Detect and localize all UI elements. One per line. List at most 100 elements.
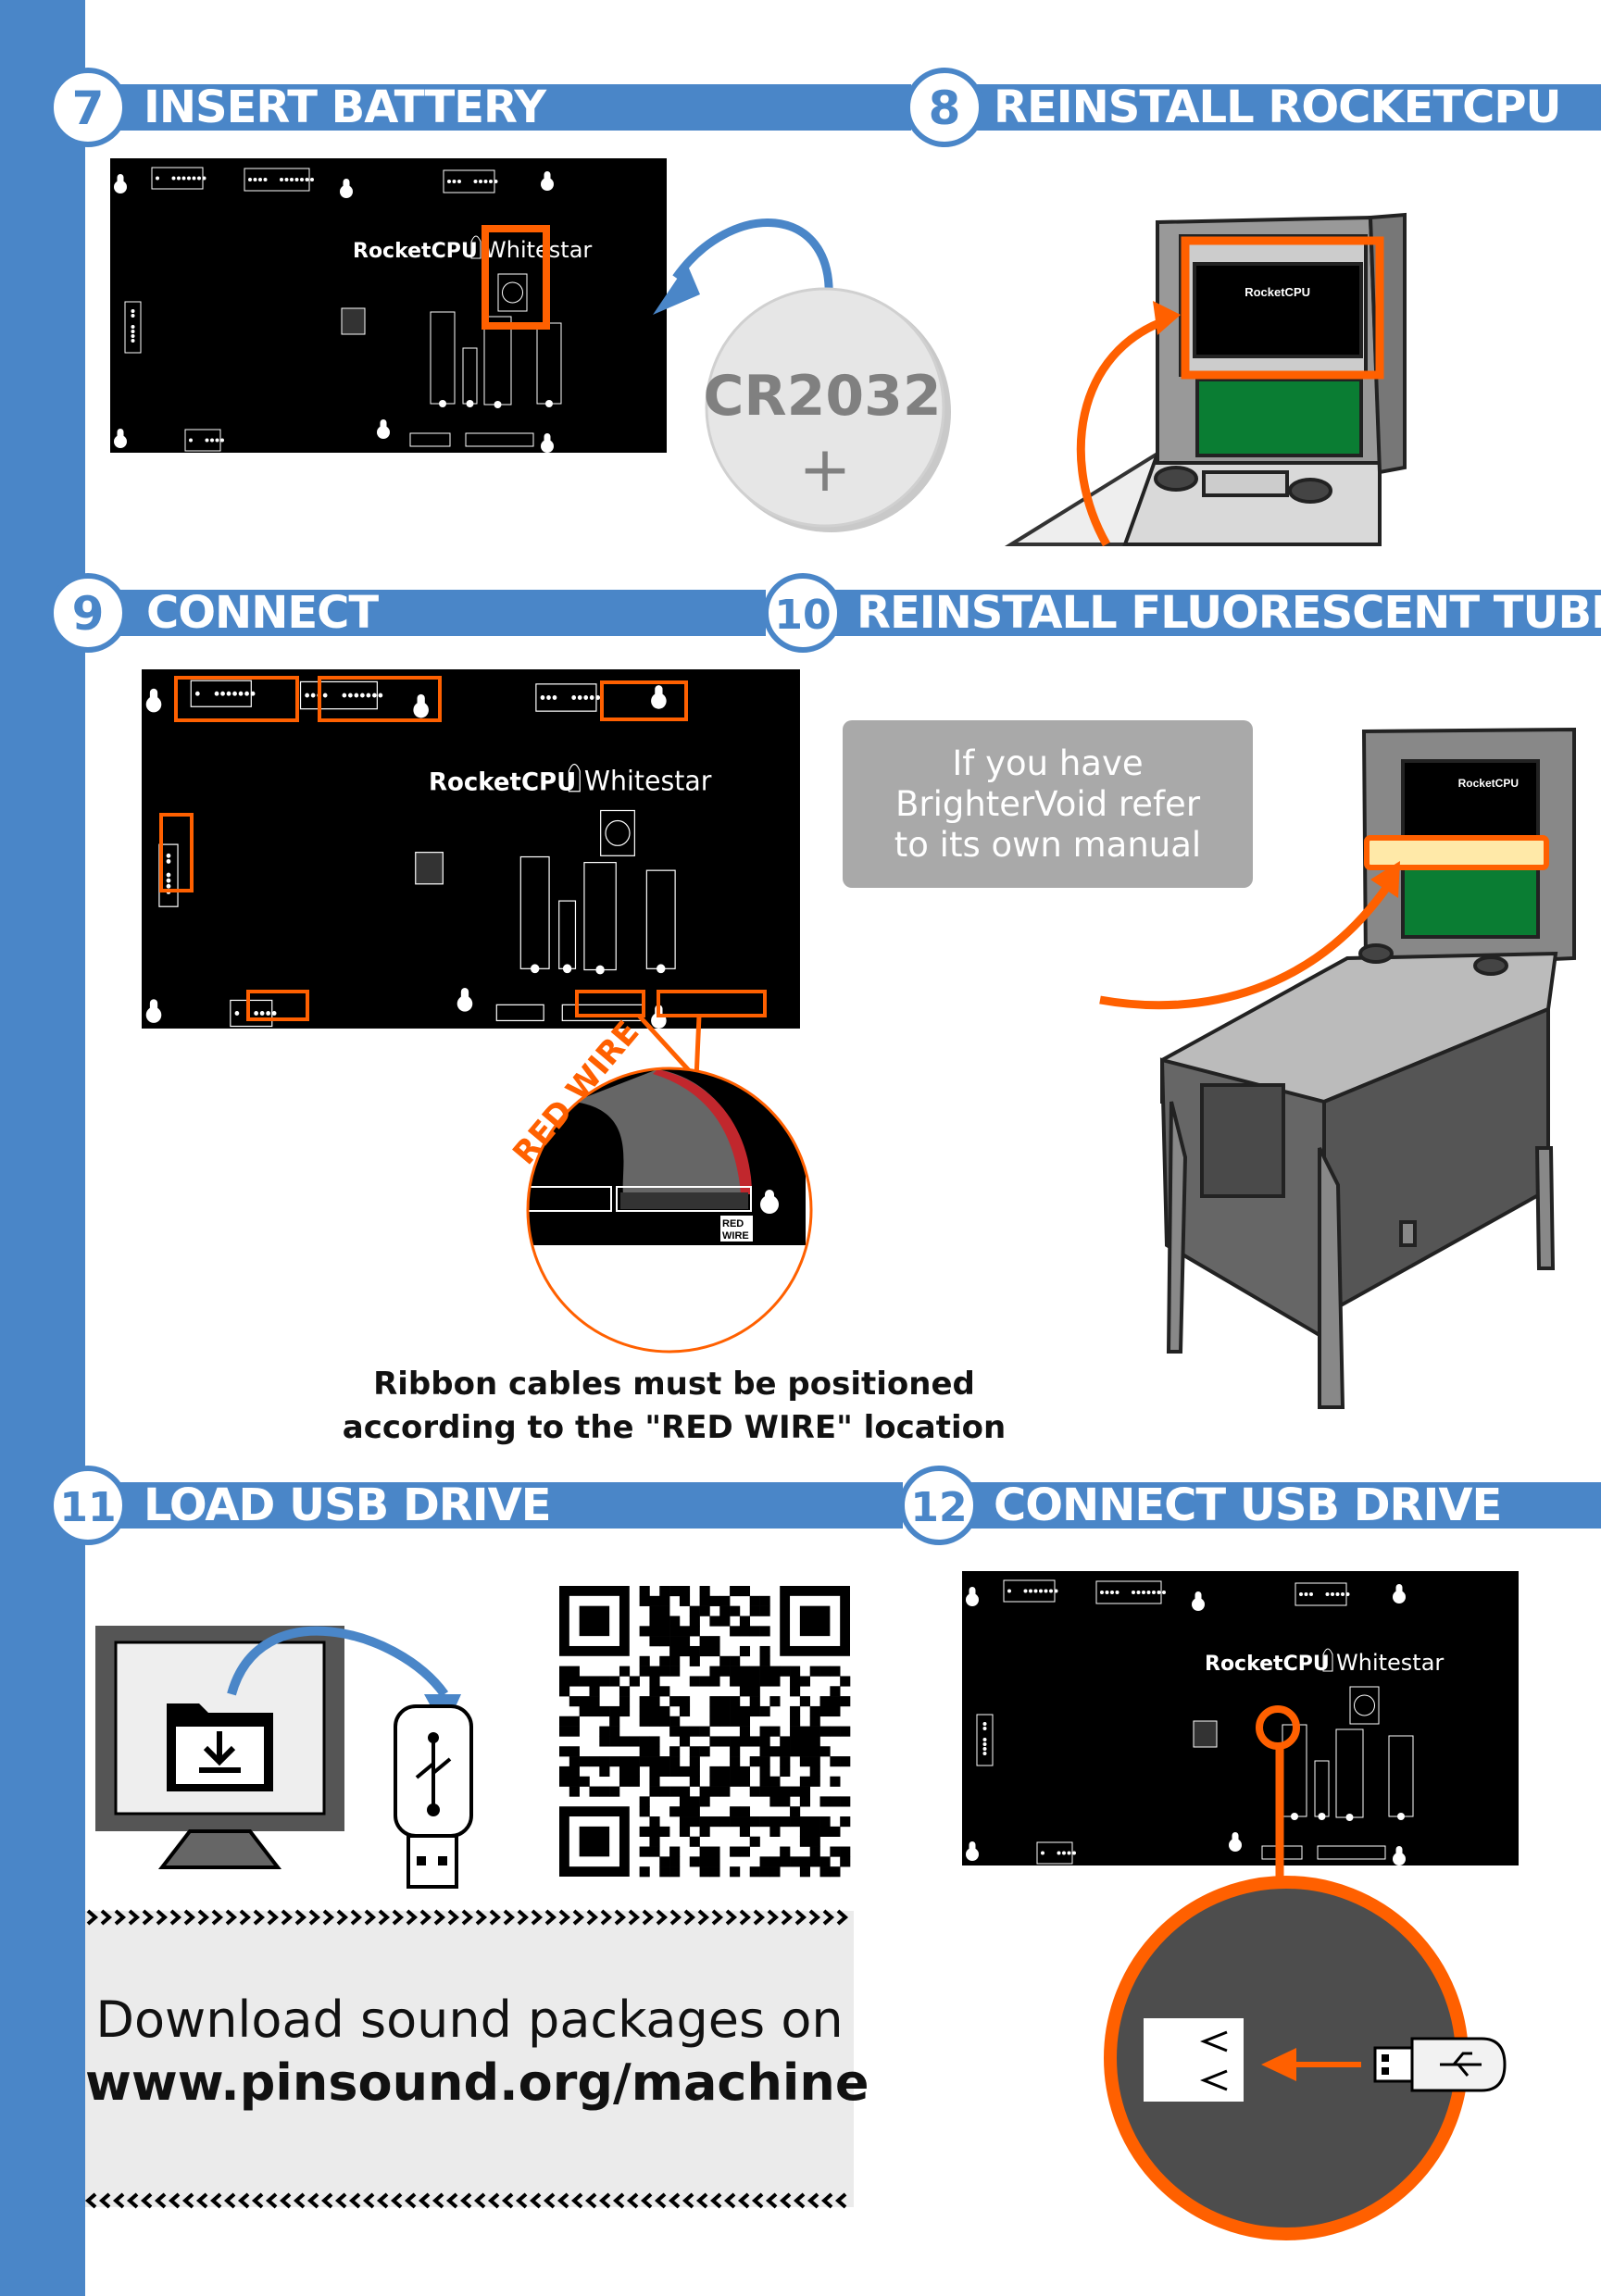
note-line-2: BrighterVoid refer — [894, 783, 1201, 824]
qr-module — [639, 1586, 650, 1597]
connector-pin — [479, 180, 482, 183]
qr-module — [719, 1605, 731, 1616]
qr-module — [749, 1676, 760, 1687]
qr-module — [830, 1846, 841, 1857]
connector-pin — [290, 178, 294, 181]
qr-module — [730, 1666, 741, 1677]
chevron-left — [626, 2192, 639, 2209]
brightervoid-note: If you have BrighterVoid refer to its ow… — [843, 720, 1253, 888]
connector-pin — [457, 180, 461, 183]
connector-header — [1095, 1580, 1162, 1604]
qr-module — [679, 1806, 691, 1817]
qr-module — [579, 1676, 590, 1687]
connector-pin — [266, 1011, 271, 1016]
chevron-left — [807, 2192, 819, 2209]
qr-module — [679, 1726, 691, 1737]
qr-module — [709, 1816, 720, 1828]
qr-module — [830, 1756, 841, 1767]
mounting-hole — [149, 999, 158, 1013]
qr-module — [699, 1866, 710, 1878]
qr-module — [769, 1666, 781, 1677]
qr-module — [689, 1626, 700, 1637]
qr-module — [639, 1716, 650, 1727]
qr-module — [649, 1756, 660, 1767]
qr-module — [609, 1786, 620, 1797]
battery-socket — [600, 809, 635, 856]
qr-module — [649, 1826, 660, 1837]
mounting-hole — [1395, 1584, 1403, 1595]
connector-pin — [1299, 1592, 1303, 1596]
chevron-right — [100, 1909, 113, 1926]
qr-code[interactable] — [559, 1586, 851, 1878]
qr-module — [780, 1746, 791, 1757]
battery-label: CR2032 — [703, 364, 941, 429]
chevron-right — [433, 1909, 446, 1926]
mounting-hole — [1194, 1591, 1202, 1603]
chevron-right — [739, 1909, 752, 1926]
chevron-left — [737, 2192, 750, 2209]
qr-module — [739, 1736, 751, 1747]
qr-module — [799, 1726, 810, 1737]
qr-module — [790, 1786, 801, 1797]
connector-pin — [1152, 1591, 1156, 1594]
mounting-hole — [380, 419, 387, 430]
qr-module — [689, 1796, 700, 1807]
connector-pin — [300, 178, 304, 181]
qr-module — [759, 1776, 770, 1787]
qr-module — [730, 1846, 741, 1857]
chevron-right — [239, 1909, 252, 1926]
connector-pin — [322, 693, 328, 698]
mounting-hole — [544, 171, 551, 182]
qr-module — [689, 1676, 700, 1687]
qr-module — [689, 1605, 700, 1616]
connector-pin — [181, 176, 186, 181]
qr-module — [759, 1856, 770, 1867]
board-pcb — [142, 669, 800, 1029]
mounting-hole — [969, 1587, 976, 1598]
connector-pin — [1100, 1591, 1104, 1594]
chevron-left — [293, 2192, 306, 2209]
mounting-hole — [460, 988, 469, 1002]
qr-finder — [799, 1605, 831, 1637]
chevron-left — [390, 2192, 403, 2209]
note-line-3: to its own manual — [894, 824, 1202, 865]
battery-socket — [1349, 1686, 1380, 1725]
connector-header — [299, 680, 378, 710]
qr-module — [699, 1676, 710, 1687]
qr-module — [730, 1676, 741, 1687]
qr-module — [830, 1726, 841, 1737]
qr-module — [709, 1705, 720, 1717]
qr-module — [689, 1616, 700, 1627]
qr-module — [629, 1756, 640, 1767]
qr-module — [709, 1716, 720, 1727]
chevron-right — [531, 1909, 544, 1926]
download-url-link[interactable]: www.pinsound.org/machine — [85, 2053, 869, 2112]
chevron-right — [86, 1909, 99, 1926]
connector-pin — [254, 1011, 258, 1016]
qr-module — [619, 1696, 631, 1707]
usb-chip — [341, 307, 366, 335]
red-wire-tag-line2: WIRE — [722, 1230, 749, 1242]
qr-module — [679, 1595, 691, 1606]
chevron-right — [308, 1909, 321, 1926]
download-text: Download sound packages on — [95, 1990, 844, 2049]
qr-module — [809, 1856, 820, 1867]
qr-module — [659, 1856, 670, 1867]
chevron-left — [251, 2192, 264, 2209]
qr-module — [609, 1716, 620, 1727]
usb-chip — [415, 852, 444, 885]
qr-module — [589, 1756, 600, 1767]
connector-pin — [202, 176, 206, 181]
board-brand: RocketCPU — [353, 240, 478, 263]
qr-module — [840, 1856, 851, 1867]
qr-module — [809, 1716, 820, 1727]
qr-module — [759, 1866, 770, 1878]
board-brand: RocketCPU — [429, 767, 576, 796]
chevron-left — [168, 2192, 181, 2209]
connector-pin — [305, 693, 309, 698]
qr-module — [759, 1626, 770, 1637]
ic-notch — [1397, 1813, 1405, 1820]
qr-module — [589, 1696, 600, 1707]
qr-module — [799, 1696, 810, 1707]
